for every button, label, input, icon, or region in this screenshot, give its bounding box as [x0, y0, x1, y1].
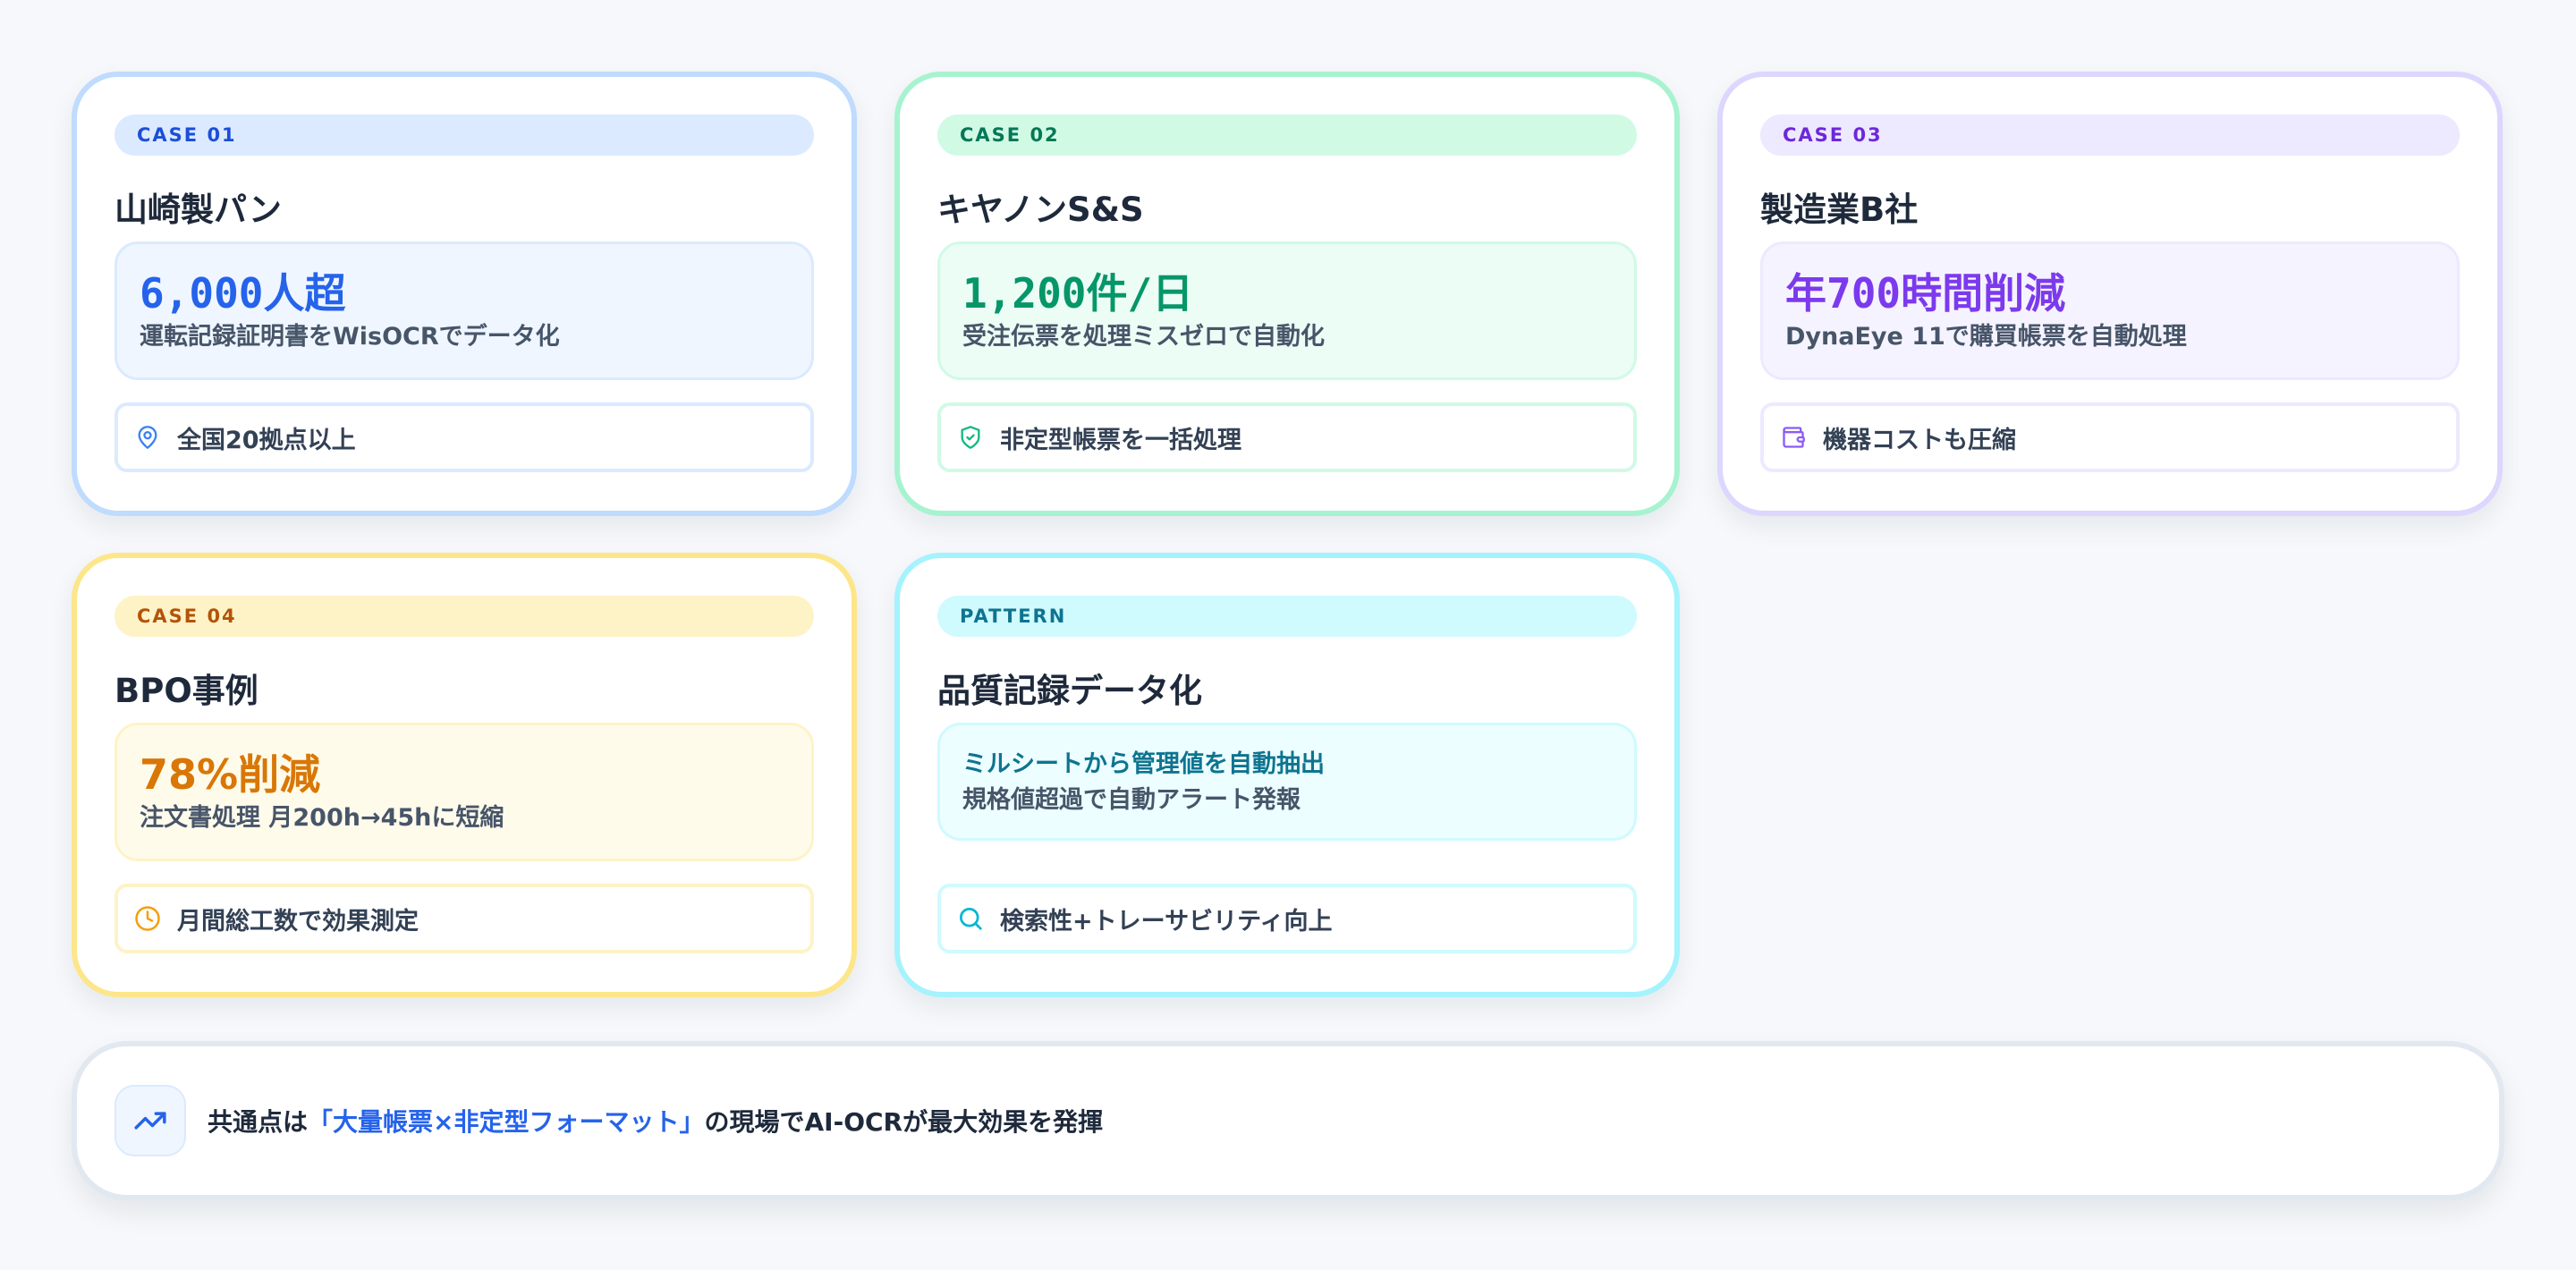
stat-value: 年700時間削減 [1785, 269, 2066, 318]
feature-row: 検索性+トレーサビリティ向上 [937, 884, 1637, 953]
stat-box: 78%削減 注文書処理 月200h→45hに短縮 [114, 723, 814, 861]
clock-icon [134, 905, 161, 932]
feature-row: 機器コストも圧縮 [1760, 402, 2460, 472]
wallet-icon [1780, 424, 1807, 451]
summary-highlight: 「大量帳票×非定型フォーマット」 [308, 1107, 705, 1137]
summary-prefix: 共通点は [208, 1107, 309, 1137]
summary-text: 共通点は「大量帳票×非定型フォーマット」の現場でAI-OCRが最大効果を発揮 [208, 1103, 1103, 1139]
feature-row: 全国20拠点以上 [114, 402, 814, 472]
feature-text: 月間総工数で効果測定 [177, 907, 419, 936]
stat-value: 78%削減 [140, 750, 321, 799]
summary-banner: 共通点は「大量帳票×非定型フォーマット」の現場でAI-OCRが最大効果を発揮 [72, 1041, 2504, 1200]
feature-row: 非定型帳票を一括処理 [937, 402, 1637, 472]
feature-text: 検索性+トレーサビリティ向上 [1000, 907, 1333, 936]
case-badge: CASE 01 [114, 114, 814, 156]
shield-check-icon [957, 424, 984, 451]
feature-text: 非定型帳票を一括処理 [1000, 426, 1241, 454]
trending-up-icon [114, 1085, 186, 1156]
case-badge: CASE 03 [1760, 114, 2460, 156]
stat-description: DynaEye 11で購買帳票を自動処理 [1785, 323, 2187, 351]
map-pin-icon [134, 424, 161, 451]
case-title: BPO事例 [114, 672, 258, 710]
stat-box: 年700時間削減 DynaEye 11で購買帳票を自動処理 [1760, 241, 2460, 380]
pattern-card: PATTERN 品質記録データ化 ミルシートから管理値を自動抽出 規格値超過で自… [894, 553, 1680, 997]
case-title: 製造業B社 [1760, 190, 1919, 229]
stat-description: 受注伝票を処理ミスゼロで自動化 [962, 323, 1325, 351]
search-icon [957, 905, 984, 932]
pattern-box: ミルシートから管理値を自動抽出 規格値超過で自動アラート発報 [937, 723, 1637, 841]
stat-description: 注文書処理 月200h→45hに短縮 [140, 804, 504, 832]
pattern-title: 品質記録データ化 [937, 672, 1202, 710]
summary-suffix: の現場でAI-OCRが最大効果を発揮 [704, 1107, 1104, 1137]
pattern-line-2: 規格値超過で自動アラート発報 [962, 786, 1301, 814]
case-card-02: CASE 02 キヤノンS&S 1,200件/日 受注伝票を処理ミスゼロで自動化… [894, 72, 1680, 516]
case-card-04: CASE 04 BPO事例 78%削減 注文書処理 月200h→45hに短縮 月… [72, 553, 857, 997]
case-card-01: CASE 01 山崎製パン 6,000人超 運転記録証明書をWisOCRでデータ… [72, 72, 857, 516]
case-title: キヤノンS&S [937, 190, 1144, 229]
stat-box: 6,000人超 運転記録証明書をWisOCRでデータ化 [114, 241, 814, 380]
stat-description: 運転記録証明書をWisOCRでデータ化 [140, 323, 560, 351]
feature-text: 全国20拠点以上 [177, 426, 356, 454]
feature-row: 月間総工数で効果測定 [114, 884, 814, 953]
stat-value: 1,200件/日 [962, 269, 1194, 318]
feature-text: 機器コストも圧縮 [1823, 426, 2016, 454]
case-card-03: CASE 03 製造業B社 年700時間削減 DynaEye 11で購買帳票を自… [1717, 72, 2503, 516]
pattern-badge: PATTERN [937, 596, 1637, 637]
case-title: 山崎製パン [114, 190, 282, 229]
stat-box: 1,200件/日 受注伝票を処理ミスゼロで自動化 [937, 241, 1637, 380]
pattern-line-1: ミルシートから管理値を自動抽出 [962, 750, 1325, 778]
case-badge: CASE 04 [114, 596, 814, 637]
case-badge: CASE 02 [937, 114, 1637, 156]
stat-value: 6,000人超 [140, 269, 346, 318]
